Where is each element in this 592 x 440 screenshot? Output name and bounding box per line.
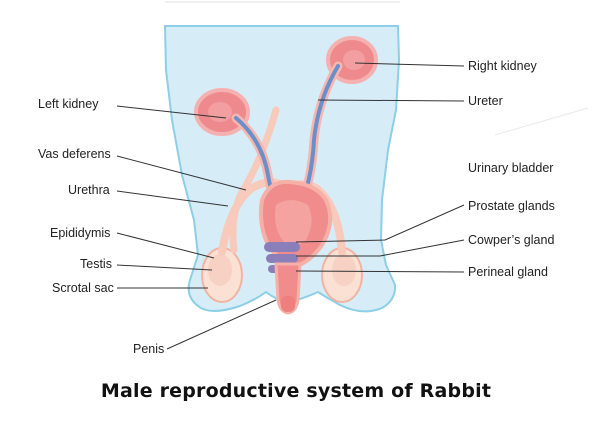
label-testis: Testis xyxy=(80,257,112,271)
label-left-kidney: Left kidney xyxy=(38,97,99,111)
label-prostate-glands: Prostate glands xyxy=(468,199,555,213)
label-cowpers-gland: Cowper’s gland xyxy=(468,233,554,247)
diagram-title: Male reproductive system of Rabbit xyxy=(100,380,492,402)
label-scrotal-sac: Scrotal sac xyxy=(52,281,114,295)
label-urethra: Urethra xyxy=(68,183,110,197)
label-perineal-gland: Perineal gland xyxy=(468,265,548,279)
label-epididymis: Epididymis xyxy=(50,226,110,240)
label-ureter: Ureter xyxy=(468,94,503,108)
penis-icon xyxy=(274,262,302,315)
label-penis: Penis xyxy=(133,342,164,356)
label-urinary-bladder: Urinary bladder xyxy=(468,161,553,175)
right-testis-icon xyxy=(321,247,363,303)
label-vas-deferens: Vas deferens xyxy=(38,147,111,161)
label-right-kidney: Right kidney xyxy=(468,59,538,73)
